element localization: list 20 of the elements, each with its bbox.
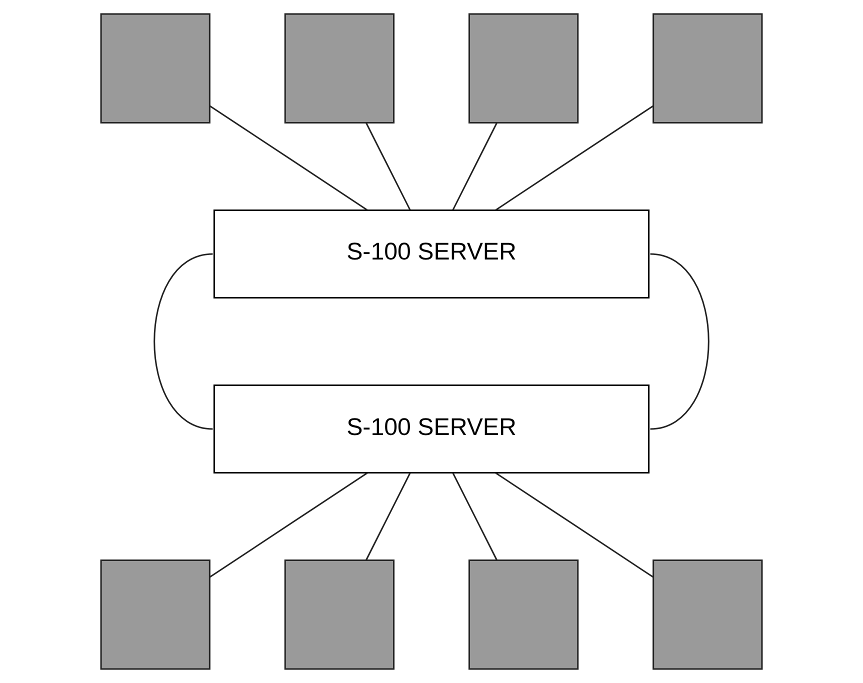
connector	[366, 122, 411, 210]
connector	[452, 122, 498, 210]
node-box	[652, 13, 763, 124]
connector	[452, 472, 498, 560]
connector	[650, 253, 710, 430]
connector	[495, 472, 654, 578]
node-box: S-100 SERVER	[213, 384, 650, 474]
node-box	[468, 13, 579, 124]
node-box	[100, 560, 210, 670]
node-box	[468, 560, 579, 670]
connector	[154, 253, 213, 430]
connector	[210, 105, 368, 211]
node-box	[100, 13, 210, 124]
connector	[366, 472, 411, 560]
node-box	[284, 13, 395, 124]
connector	[495, 105, 654, 211]
node-box	[652, 560, 763, 670]
connector	[209, 472, 368, 578]
node-box: S-100 SERVER	[213, 209, 650, 298]
node-box	[284, 560, 395, 670]
